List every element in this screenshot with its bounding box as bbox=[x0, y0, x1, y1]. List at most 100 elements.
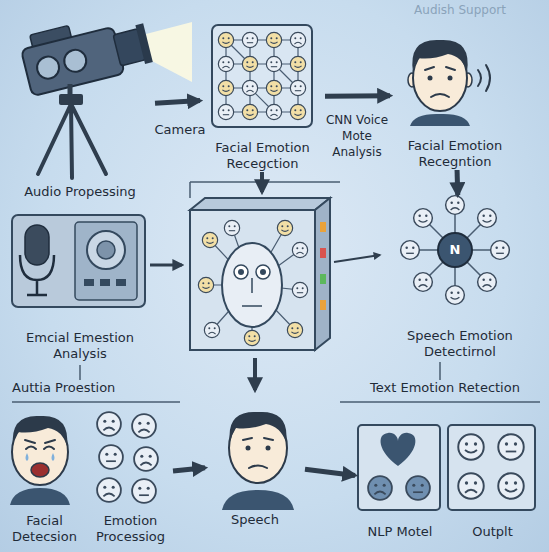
indicator-light bbox=[320, 274, 326, 284]
emotion-face bbox=[218, 32, 233, 47]
node-caption: Outplt bbox=[472, 524, 513, 540]
network-node: Speech Emotion Detectirnol bbox=[385, 195, 535, 360]
section-label: Auttia Proestion bbox=[12, 380, 182, 396]
microphone-head bbox=[25, 225, 49, 265]
emotion-face bbox=[290, 56, 305, 71]
node-caption: Audio Propessing bbox=[24, 184, 136, 200]
emotion-face bbox=[244, 330, 259, 345]
emotion-face bbox=[218, 104, 233, 119]
person-eye bbox=[428, 76, 433, 81]
node-caption: Facial Detecsion bbox=[2, 513, 87, 545]
person-node: Facial Emotion Recegntion bbox=[390, 20, 520, 170]
person-shoulders bbox=[10, 488, 70, 505]
emotion-face bbox=[292, 242, 307, 257]
emotion-face bbox=[224, 220, 239, 235]
box-front bbox=[190, 210, 315, 350]
emotion-face bbox=[368, 476, 392, 500]
audio-node: Emcial Emestion Analysis bbox=[5, 212, 155, 362]
person-eye bbox=[246, 446, 251, 451]
person-expression bbox=[425, 67, 455, 97]
person-expression bbox=[25, 440, 55, 449]
emotion-face bbox=[498, 473, 524, 499]
tripod-leg bbox=[38, 104, 106, 178]
flow-arrow bbox=[173, 468, 205, 471]
network-link bbox=[410, 205, 500, 295]
central-feature bbox=[242, 278, 262, 306]
nlp-panel bbox=[358, 425, 440, 510]
emotion-face bbox=[202, 232, 217, 247]
device-button bbox=[100, 279, 110, 286]
node-caption: Speech Emotion Detectirnol bbox=[385, 328, 535, 360]
part-label: CNN Voice Mote Analysis bbox=[320, 112, 394, 160]
emotion-face bbox=[446, 286, 465, 305]
network-link bbox=[206, 228, 300, 338]
speaker-cone bbox=[87, 231, 125, 269]
flow-arrow bbox=[305, 469, 355, 475]
camera-reel bbox=[35, 54, 62, 81]
central-eye bbox=[234, 265, 248, 279]
emotion-face bbox=[478, 209, 497, 228]
nlp-node: NLP Motel bbox=[355, 422, 445, 540]
emotion-face bbox=[478, 273, 497, 292]
connector-group bbox=[155, 96, 458, 476]
emotion-face bbox=[266, 32, 281, 47]
emotion-face bbox=[132, 414, 156, 438]
emotion-face bbox=[458, 434, 484, 460]
emotion-face bbox=[287, 322, 302, 337]
camera-body bbox=[21, 27, 125, 97]
emotion-face bbox=[290, 32, 305, 47]
hub-letter: N bbox=[448, 242, 462, 258]
device-button bbox=[84, 279, 94, 286]
flow-arrow bbox=[325, 93, 390, 99]
flow-arrow bbox=[455, 170, 461, 195]
output-node: Outplt bbox=[445, 422, 540, 540]
person-hair bbox=[412, 40, 467, 72]
emotion-face bbox=[292, 282, 307, 297]
person-eye bbox=[448, 76, 453, 81]
emotion-face bbox=[204, 322, 219, 337]
flow-arrow bbox=[260, 172, 264, 192]
person-node: Speech bbox=[205, 398, 305, 528]
central-pupil bbox=[238, 269, 244, 275]
section-label: Text Emotion Retection bbox=[345, 380, 545, 396]
device-button bbox=[116, 279, 126, 286]
emotion-face bbox=[242, 104, 257, 119]
network-hub bbox=[438, 233, 472, 267]
indicator-light bbox=[320, 222, 326, 232]
person-hair bbox=[13, 416, 68, 446]
node-caption: NLP Motel bbox=[368, 524, 433, 540]
emotion-face bbox=[134, 447, 158, 471]
person-expression bbox=[243, 438, 273, 468]
node-caption: Facial Emotion Recegntion bbox=[390, 138, 520, 170]
node-caption: Emotion Processiog bbox=[88, 513, 173, 545]
node-caption: Emcial Emestion Analysis bbox=[5, 330, 155, 362]
emotion-face bbox=[242, 56, 257, 71]
central-eye bbox=[256, 265, 270, 279]
flow-arrow bbox=[150, 264, 182, 267]
emotion-face bbox=[491, 241, 510, 260]
person-shoulders bbox=[410, 114, 470, 126]
wire bbox=[12, 182, 540, 402]
output-panel bbox=[448, 425, 535, 510]
emotion-face bbox=[414, 209, 433, 228]
emotion-face bbox=[458, 473, 484, 499]
emotion-face bbox=[242, 32, 257, 47]
emotion-face bbox=[266, 104, 281, 119]
tear-drop bbox=[26, 453, 55, 461]
light-beam bbox=[146, 22, 192, 82]
camera-lens-rim bbox=[135, 23, 152, 64]
emotion-face bbox=[242, 80, 257, 95]
person-node: Facial Detecsion bbox=[2, 405, 87, 545]
microphone-stand bbox=[20, 255, 54, 295]
sound-wave bbox=[478, 65, 490, 91]
emotion-face bbox=[290, 104, 305, 119]
emotion-face bbox=[446, 196, 465, 215]
central-pupil bbox=[260, 269, 266, 275]
node-caption: Speech bbox=[231, 512, 279, 528]
person-mouth bbox=[31, 463, 49, 477]
emotion-face bbox=[266, 56, 281, 71]
part-label: Camera bbox=[148, 122, 212, 138]
grid-panel bbox=[212, 25, 312, 127]
